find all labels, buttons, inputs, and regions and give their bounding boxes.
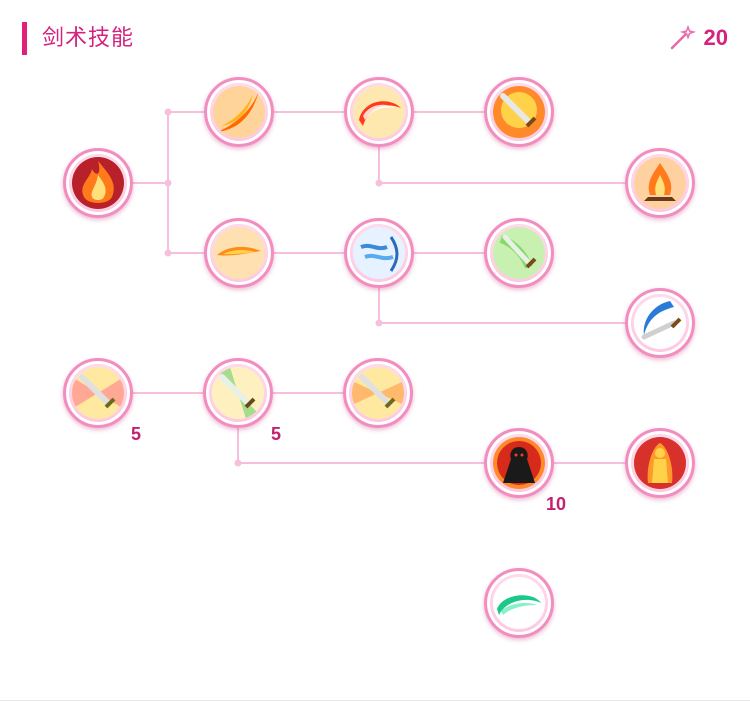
golden-aura-icon (634, 437, 686, 489)
skill-node-wind-sword[interactable] (484, 218, 554, 288)
flame-thrust-icon (213, 227, 265, 279)
skill-node-sword-strike[interactable] (343, 358, 413, 428)
skill-node-golden-aura[interactable] (625, 428, 695, 498)
skill-node-blazing-sword[interactable] (484, 77, 554, 147)
ice-crescent-blade-icon (634, 297, 686, 349)
page-title: 剑术技能 (42, 26, 135, 51)
emerald-crescent-icon (493, 577, 545, 629)
skill-points: 20 (668, 24, 728, 52)
bottom-divider (0, 700, 750, 701)
skill-node-ice-crescent-blade[interactable] (625, 288, 695, 358)
blazing-sword-icon (493, 86, 545, 138)
skill-node-flame-aura[interactable] (63, 148, 133, 218)
crescent-slash-icon (353, 86, 405, 138)
skill-level-dark-cloak: 10 (546, 494, 567, 514)
skill-node-sword-mastery[interactable] (63, 358, 133, 428)
skill-node-fire-burst[interactable] (625, 148, 695, 218)
sword-mastery-icon (72, 367, 124, 419)
skill-node-crescent-slash[interactable] (344, 77, 414, 147)
dark-cloak-icon (493, 437, 545, 489)
skill-node-fire-slash[interactable] (204, 77, 274, 147)
skill-node-sword-combo[interactable] (203, 358, 273, 428)
wind-sword-icon (493, 227, 545, 279)
wind-wave-icon (353, 227, 405, 279)
sword-combo-icon (212, 367, 264, 419)
skill-points-count: 20 (703, 25, 728, 50)
skill-node-dark-cloak[interactable] (484, 428, 554, 498)
sword-strike-icon (352, 367, 404, 419)
flame-aura-icon (72, 157, 124, 209)
skill-node-wind-wave[interactable] (344, 218, 414, 288)
magic-wand-icon (670, 24, 696, 50)
fire-burst-icon (634, 157, 686, 209)
skill-level-sword-combo: 5 (271, 424, 282, 444)
skill-level-sword-mastery: 5 (131, 424, 142, 444)
skill-node-flame-thrust[interactable] (204, 218, 274, 288)
header-accent-bar (22, 22, 27, 55)
skill-node-emerald-crescent[interactable] (484, 568, 554, 638)
fire-slash-icon (213, 86, 265, 138)
